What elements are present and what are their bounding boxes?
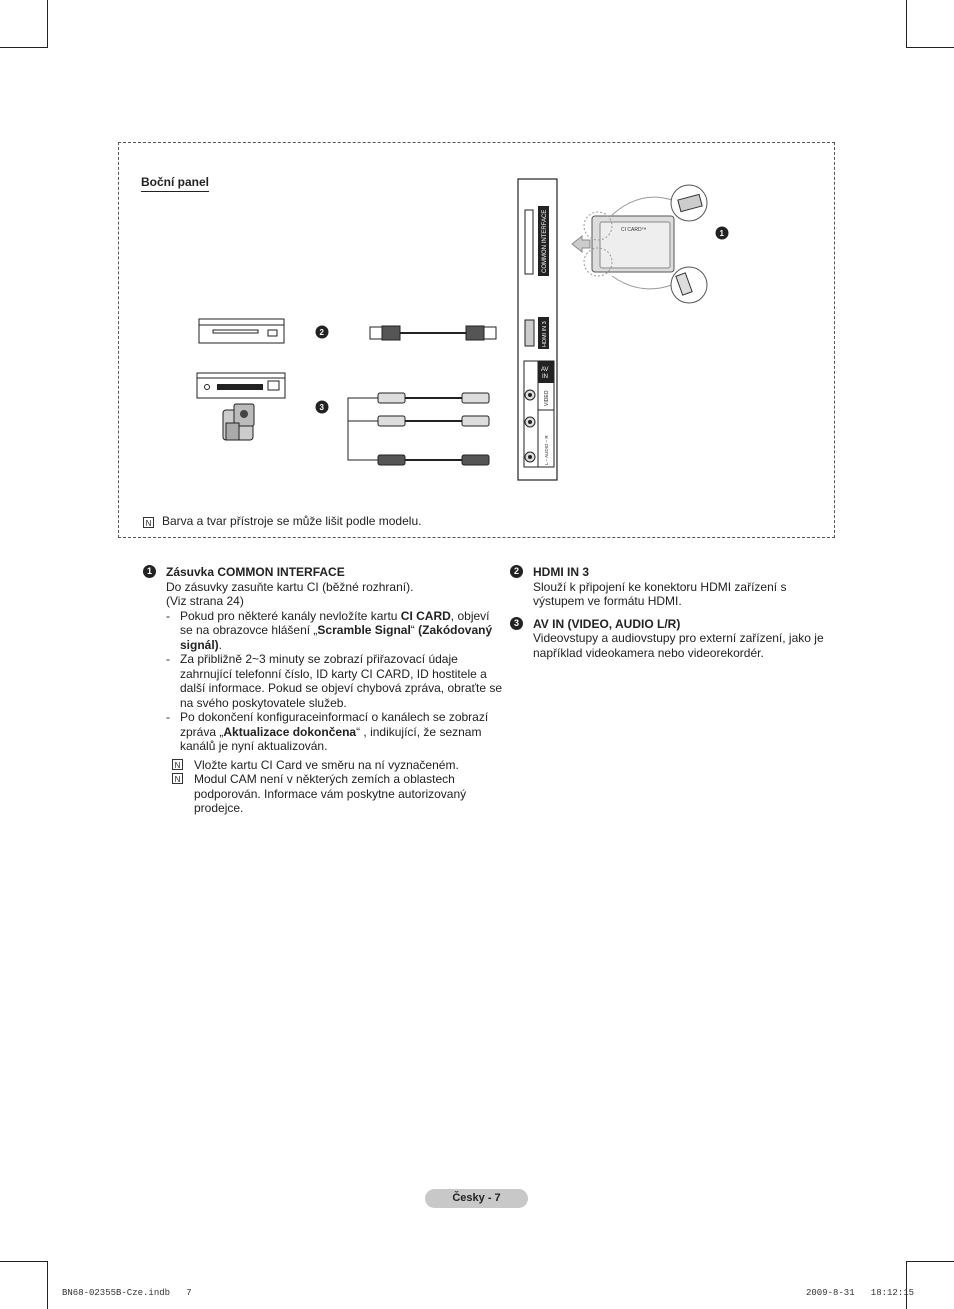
crop-mark bbox=[906, 1261, 907, 1309]
bullet-item: -Pokud pro některé kanály nevložíte kart… bbox=[166, 608, 493, 652]
item-hdmi: 2 HDMI IN 3 Slouží k připojení ke konekt… bbox=[510, 565, 840, 609]
print-datetime: 2009-8-31 18:12:15 bbox=[806, 1288, 915, 1298]
item-text: Slouží k připojení ke konektoru HDMI zař… bbox=[533, 579, 787, 609]
side-panel-box bbox=[118, 142, 835, 538]
page-number-badge: Česky - 7 bbox=[425, 1189, 528, 1208]
item-text: Do zásuvky zasuňte kartu CI (běžné rozhr… bbox=[166, 579, 414, 594]
bullet-item: -Po dokončení konfiguraceinformací o kan… bbox=[166, 710, 489, 753]
print-file-info: BN68-02355B-Cze.indb 7 bbox=[62, 1288, 192, 1298]
note-icon: N bbox=[172, 758, 183, 770]
panel-title: Boční panel bbox=[141, 175, 210, 192]
left-column: 1 Zásuvka COMMON INTERFACE Do zásuvky za… bbox=[143, 565, 503, 824]
note-icon: N bbox=[143, 517, 154, 528]
item-title: HDMI IN 3 bbox=[533, 565, 590, 579]
item-text: Videovstupy a audiovstupy pro externí za… bbox=[533, 631, 824, 660]
item-av-in: 3 AV IN (VIDEO, AUDIO L/R) Videovstupy a… bbox=[510, 616, 840, 661]
right-column: 2 HDMI IN 3 Slouží k připojení ke konekt… bbox=[510, 565, 840, 668]
item-title: Zásuvka COMMON INTERFACE bbox=[166, 565, 345, 579]
marker-2: 2 bbox=[510, 565, 523, 578]
crop-mark bbox=[0, 47, 48, 48]
crop-mark bbox=[906, 1261, 954, 1262]
crop-mark bbox=[906, 0, 907, 47]
marker-1: 1 bbox=[143, 565, 156, 578]
item-text: (Viz strana 24) bbox=[166, 594, 244, 608]
crop-mark bbox=[0, 1261, 48, 1262]
marker-3: 3 bbox=[510, 616, 523, 630]
crop-mark bbox=[906, 47, 954, 48]
note-icon: N bbox=[172, 773, 183, 784]
crop-mark bbox=[47, 0, 48, 47]
item-title: AV IN (VIDEO, AUDIO L/R) bbox=[533, 616, 681, 631]
panel-note: N Barva a tvar přístroje se může lišit po… bbox=[143, 514, 421, 528]
crop-mark bbox=[47, 1261, 48, 1309]
item-common-interface: 1 Zásuvka COMMON INTERFACE Do zásuvky za… bbox=[143, 565, 503, 816]
bullet-item: -Za přibližně 2~3 minuty se zobrazí přiř… bbox=[166, 652, 503, 710]
panel-note-text: Barva a tvar přístroje se může lišit pod… bbox=[162, 514, 422, 528]
